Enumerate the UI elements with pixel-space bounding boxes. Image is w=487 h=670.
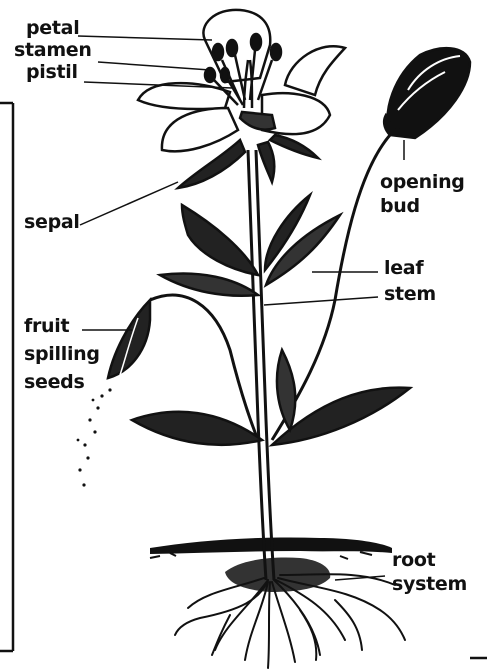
stamen-label: stamen (14, 40, 92, 60)
main-stem (248, 150, 274, 580)
pistil-label: pistil (26, 62, 78, 82)
stamen-leader (98, 62, 210, 70)
sepal-leader (80, 182, 178, 225)
roots (175, 574, 405, 668)
opening-bud-label-line2: bud (380, 196, 420, 216)
fruit-label-line3: seeds (24, 372, 85, 392)
fruit-label-line1: fruit (24, 316, 69, 336)
opening-bud (384, 48, 470, 138)
fruit-pod (108, 300, 150, 378)
leaf-label: leaf (384, 258, 423, 278)
root-system-label-line1: root (392, 550, 435, 570)
stem-label: stem (384, 284, 436, 304)
sepal-label: sepal (24, 212, 80, 232)
spilled-seeds (77, 388, 112, 486)
root-system-label-line2: system (392, 574, 467, 594)
petal-leader (78, 36, 212, 40)
fruit-label-line2: spilling (24, 344, 100, 364)
petal-label: petal (26, 18, 79, 38)
stem-leader (264, 297, 378, 305)
opening-bud-label-line1: opening (380, 172, 465, 192)
leaves (132, 195, 410, 445)
flower (138, 10, 345, 188)
